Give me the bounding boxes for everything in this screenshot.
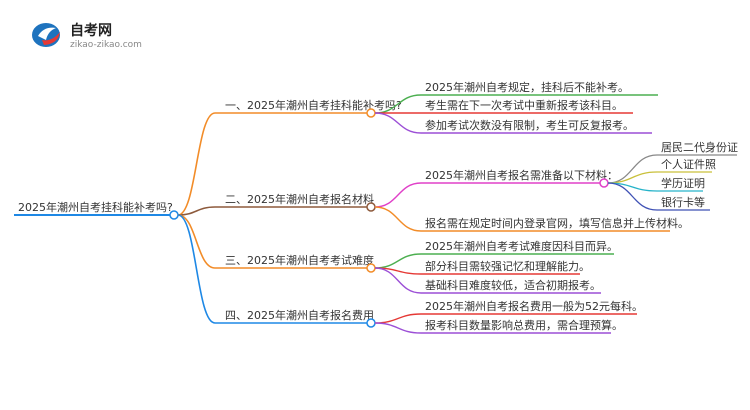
- subitem-label-3[interactable]: 学历证明: [661, 176, 705, 190]
- subitem-label-4[interactable]: 银行卡等: [661, 195, 705, 209]
- branch-connector-1: [177, 112, 216, 216]
- branch-label-3[interactable]: 三、2025年潮州自考考试难度: [225, 253, 374, 267]
- branch-connector-2: [177, 206, 216, 216]
- site-url: zikao-zikao.com: [70, 40, 142, 50]
- branch-node-circle-3[interactable]: [366, 263, 376, 273]
- branch-label-2[interactable]: 二、2025年潮州自考报名材料: [225, 192, 374, 206]
- branch-1-child-connector-3: [374, 112, 422, 134]
- logo-icon: [32, 23, 60, 47]
- branch-4-child-label-1[interactable]: 2025年潮州自考报名费用一般为52元每科。: [425, 299, 643, 313]
- subitem-label-1[interactable]: 居民二代身份证: [661, 140, 738, 154]
- branch-3-child-label-3[interactable]: 基础科目难度较低，适合初期报考。: [425, 278, 601, 292]
- branch-2-child-connector-1: [374, 182, 422, 208]
- branch-2-child-label-2[interactable]: 报名需在规定时间内登录官网，填写信息并上传材料。: [425, 216, 689, 230]
- branch-4-child-connector-2: [374, 322, 422, 334]
- branch-2-child-connector-2: [374, 206, 422, 232]
- branch-connector-3: [177, 214, 216, 269]
- root-node-circle[interactable]: [169, 210, 179, 220]
- branch-connector-4: [177, 214, 216, 324]
- branch-1-child-label-3[interactable]: 参加考试次数没有限制，考生可反复报考。: [425, 118, 634, 132]
- branch-2-child-label-1[interactable]: 2025年潮州自考报名需准备以下材料：: [425, 168, 618, 182]
- branch-3-child-connector-1: [374, 253, 422, 269]
- branch-1-child-label-1[interactable]: 2025年潮州自考规定，挂科后不能补考。: [425, 80, 629, 94]
- branch-3-child-label-1[interactable]: 2025年潮州自考考试难度因科目而异。: [425, 239, 618, 253]
- root-node-label[interactable]: 2025年潮州自考挂科能补考吗?: [18, 200, 173, 214]
- branch-node-circle-1[interactable]: [366, 108, 376, 118]
- branch-node-circle-4[interactable]: [366, 318, 376, 328]
- branch-2-child-1-circle[interactable]: [599, 178, 609, 188]
- branch-3-child-label-2[interactable]: 部分科目需较强记忆和理解能力。: [425, 259, 590, 273]
- branch-label-4[interactable]: 四、2025年潮州自考报名费用: [225, 308, 374, 322]
- site-name: 自考网: [70, 23, 112, 39]
- subitem-connector-4: [607, 182, 658, 211]
- site-logo[interactable]: 自考网 zikao-zikao.com: [30, 16, 160, 52]
- branch-1-child-label-2[interactable]: 考生需在下一次考试中重新报考该科目。: [425, 98, 623, 112]
- branch-4-child-connector-1: [374, 313, 422, 324]
- branch-label-1[interactable]: 一、2025年潮州自考挂科能补考吗?: [225, 98, 402, 112]
- branch-3-child-connector-3: [374, 267, 422, 294]
- branch-node-circle-2[interactable]: [366, 202, 376, 212]
- subitem-label-2[interactable]: 个人证件照: [661, 158, 716, 171]
- branch-4-child-label-2[interactable]: 报考科目数量影响总费用，需合理预算。: [425, 318, 623, 332]
